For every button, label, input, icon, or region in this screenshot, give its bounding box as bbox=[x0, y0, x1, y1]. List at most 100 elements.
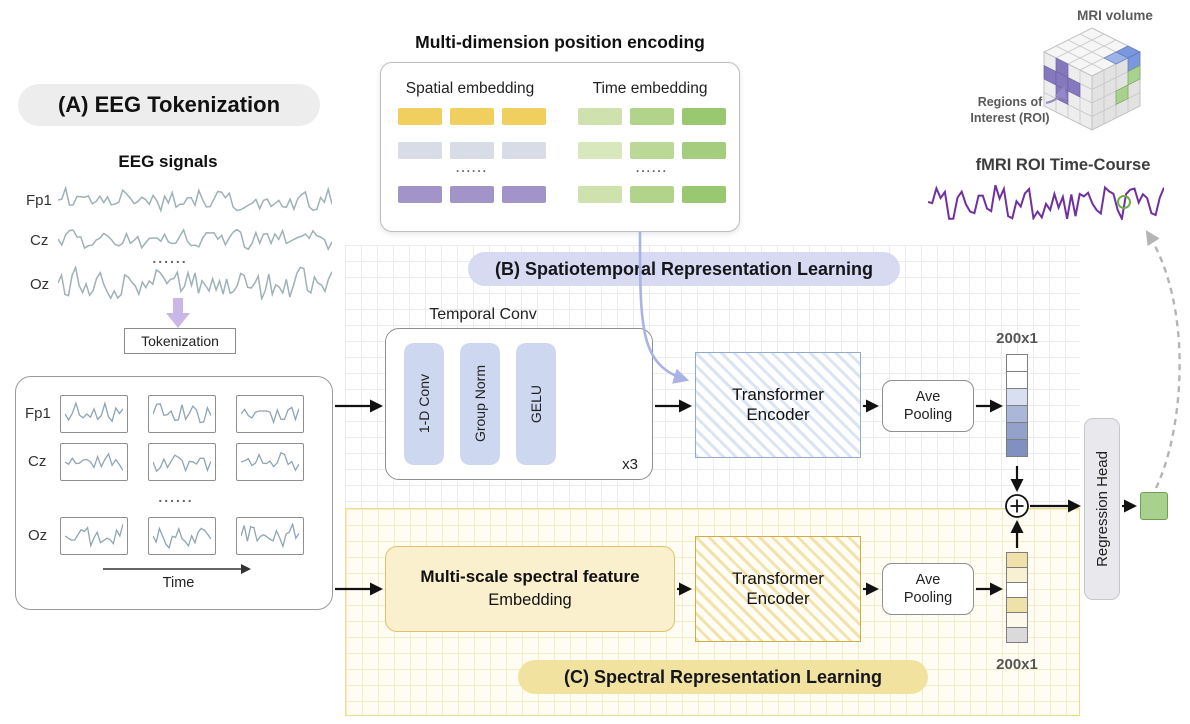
spatial-embedding-tile bbox=[398, 108, 442, 125]
token-ellipsis: ...... bbox=[158, 489, 194, 505]
panel-a-title: (A) EEG Tokenization bbox=[18, 84, 320, 126]
token-wave bbox=[241, 523, 299, 549]
fmri-timecourse-heading: fMRI ROI Time-Course bbox=[975, 156, 1151, 174]
vector-c-cell bbox=[1006, 552, 1028, 568]
token-box bbox=[60, 517, 128, 555]
multiscale-feature-label: Multi-scale spectral feature bbox=[420, 567, 640, 587]
time-embedding-ellipsis: ...... bbox=[635, 161, 668, 175]
time-embedding-tile bbox=[682, 186, 726, 203]
fmri-sample-circle bbox=[1117, 195, 1131, 209]
roi-green-cells bbox=[1115, 65, 1141, 105]
time-embedding-tile bbox=[578, 108, 622, 125]
transformer-encoder-b-label: Transformer Encoder bbox=[732, 385, 824, 424]
output-square bbox=[1140, 492, 1168, 520]
time-embedding-tile bbox=[630, 108, 674, 125]
conv-block-gelu: GELU bbox=[516, 343, 556, 465]
vector-b-label: 200x1 bbox=[996, 330, 1038, 347]
multiscale-feature-sublabel: Embedding bbox=[488, 591, 572, 610]
time-embedding-tile bbox=[682, 142, 726, 159]
spatial-embedding-row-2 bbox=[398, 142, 546, 159]
multiscale-feature-box: Multi-scale spectral feature Embedding bbox=[385, 546, 675, 632]
signals-ellipsis: ...... bbox=[152, 250, 188, 266]
time-embedding-tile bbox=[630, 142, 674, 159]
time-embedding-row-1 bbox=[578, 108, 726, 125]
vector-c-cell bbox=[1006, 597, 1028, 613]
regression-head-box: Regression Head bbox=[1084, 418, 1120, 600]
token-wave bbox=[65, 452, 123, 471]
token-box bbox=[236, 443, 304, 481]
regression-head-label: Regression Head bbox=[1093, 451, 1111, 567]
token-wave bbox=[153, 403, 211, 424]
spatial-embedding-tile bbox=[398, 186, 442, 203]
vector-b-cell bbox=[1006, 405, 1028, 423]
token-wave bbox=[241, 451, 299, 472]
vector-b-cell bbox=[1006, 439, 1028, 457]
mri-volume-cube bbox=[1042, 27, 1142, 131]
vector-c-label: 200x1 bbox=[996, 656, 1038, 673]
ave-pooling-c-label: Ave Pooling bbox=[903, 571, 953, 606]
token-wave bbox=[241, 406, 299, 425]
token-box bbox=[148, 443, 216, 481]
conv-block-label: GELU bbox=[528, 384, 544, 424]
position-encoding-title: Multi-dimension position encoding bbox=[415, 32, 705, 52]
spatial-embedding-tile bbox=[502, 108, 546, 125]
vector-c-cell bbox=[1006, 567, 1028, 583]
token-box bbox=[148, 395, 216, 433]
token-box bbox=[148, 517, 216, 555]
token-box bbox=[60, 443, 128, 481]
token-wave bbox=[65, 401, 123, 423]
roi-label-line2: Interest (ROI) bbox=[970, 111, 1050, 126]
roi-blue-cells bbox=[1103, 45, 1141, 72]
time-embedding-tile bbox=[578, 186, 622, 203]
spatial-embedding-row-1 bbox=[398, 108, 546, 125]
transformer-encoder-c-label: Transformer Encoder bbox=[732, 569, 824, 608]
conv-block-1d-conv: 1-D Conv bbox=[404, 343, 444, 465]
temporal-conv-box: 1-D Conv Group Norm GELU x3 bbox=[385, 328, 653, 480]
conv-block-group-norm: Group Norm bbox=[460, 343, 500, 465]
conv-block-label: Group Norm bbox=[472, 365, 488, 443]
spatial-embedding-label: Spatial embedding bbox=[405, 80, 535, 97]
spatial-embedding-ellipsis: ...... bbox=[455, 161, 488, 175]
spatial-embedding-tile bbox=[502, 142, 546, 159]
token-row-label-fp1: Fp1 bbox=[25, 405, 51, 422]
time-embedding-tile bbox=[682, 108, 726, 125]
token-box bbox=[60, 395, 128, 433]
vector-c-cell bbox=[1006, 612, 1028, 628]
eeg-wave-fp1 bbox=[58, 186, 332, 213]
vector-b-cell bbox=[1006, 371, 1028, 389]
token-row-label-oz: Oz bbox=[28, 527, 48, 544]
token-box bbox=[236, 517, 304, 555]
temporal-conv-label: Temporal Conv bbox=[429, 306, 537, 323]
repeat-x3-label: x3 bbox=[622, 456, 638, 473]
spatial-embedding-tile bbox=[502, 186, 546, 203]
vector-c bbox=[1006, 552, 1028, 643]
prediction-dashed-arrow bbox=[1145, 230, 1181, 489]
roi-label-line1: Regions of bbox=[977, 95, 1043, 109]
vector-b-cell bbox=[1006, 388, 1028, 406]
ave-pooling-b: Ave Pooling bbox=[882, 380, 974, 432]
panel-b-title: (B) Spatiotemporal Representation Learni… bbox=[468, 252, 900, 286]
token-row-label-cz: Cz bbox=[28, 453, 47, 470]
token-wave bbox=[153, 526, 211, 549]
ave-pooling-c: Ave Pooling bbox=[882, 563, 974, 615]
transformer-encoder-b: Transformer Encoder bbox=[695, 352, 861, 458]
conv-block-label: 1-D Conv bbox=[416, 374, 432, 434]
roi-label: Regions of Interest (ROI) bbox=[958, 94, 1062, 127]
eeg-wave-oz bbox=[58, 266, 332, 300]
tokenization-label-box: Tokenization bbox=[124, 328, 236, 354]
token-wave bbox=[65, 524, 123, 549]
time-axis-label: Time bbox=[162, 575, 195, 591]
token-box bbox=[236, 395, 304, 433]
time-embedding-label: Time embedding bbox=[592, 80, 708, 97]
eeg-wave-cz bbox=[58, 228, 332, 252]
ave-pooling-b-label: Ave Pooling bbox=[903, 388, 953, 423]
channel-label-oz: Oz bbox=[30, 276, 50, 293]
time-embedding-row-3 bbox=[578, 186, 726, 203]
spatial-embedding-tile bbox=[450, 142, 494, 159]
vector-b-cell bbox=[1006, 422, 1028, 440]
spatial-embedding-tile bbox=[398, 142, 442, 159]
channel-label-fp1: Fp1 bbox=[26, 192, 52, 209]
panel-c-title: (C) Spectral Representation Learning bbox=[518, 660, 928, 694]
token-wave bbox=[153, 454, 211, 473]
